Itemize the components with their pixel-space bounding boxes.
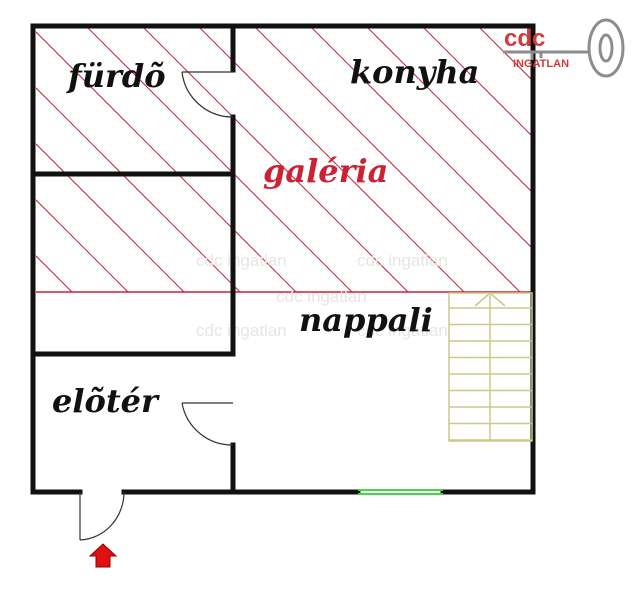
hatch-line [366, 27, 532, 193]
hatch-line [36, 199, 129, 293]
stair-direction-arrow [474, 292, 506, 440]
room-label-hall: elõtér [52, 382, 160, 420]
bathroom-door [181, 71, 234, 118]
hatch-line [36, 31, 297, 293]
key-icon [503, 18, 625, 78]
entrance-door [79, 491, 125, 541]
room-label-kitchen: konyha [350, 53, 479, 91]
window [358, 489, 443, 495]
hatch-line [0, 26, 16, 292]
brand-logo: cdc INGATLAN [503, 18, 625, 78]
hatch-line [86, 27, 353, 293]
hatch-line [142, 27, 409, 293]
hatch-line [36, 87, 241, 293]
hatch-line [478, 27, 532, 81]
gallery-label: galéria [263, 152, 388, 190]
hatch-line [422, 27, 532, 137]
watermark: cdc ingatlan [196, 321, 287, 340]
watermark: cdc ingatlan [276, 287, 367, 306]
logo-brand-text: cdc [504, 25, 545, 52]
hall-door [181, 402, 234, 446]
hatch-line [254, 27, 521, 293]
walls [30, 23, 536, 495]
hatch-line [198, 27, 465, 293]
hatch-line [36, 143, 185, 293]
hatch-line [36, 255, 73, 293]
gallery-hatch [0, 26, 532, 293]
entrance-arrow-icon [88, 543, 118, 568]
watermark: cdc ingatlan [196, 251, 287, 270]
watermark: cdc ingatlan [357, 321, 448, 340]
logo-sub-text: INGATLAN [513, 58, 569, 70]
room-label-bathroom: fürdõ [66, 57, 166, 95]
watermark: cdc ingatlan [357, 251, 448, 270]
room-label-living-room: nappali [299, 301, 433, 339]
outer-wall [30, 23, 536, 495]
